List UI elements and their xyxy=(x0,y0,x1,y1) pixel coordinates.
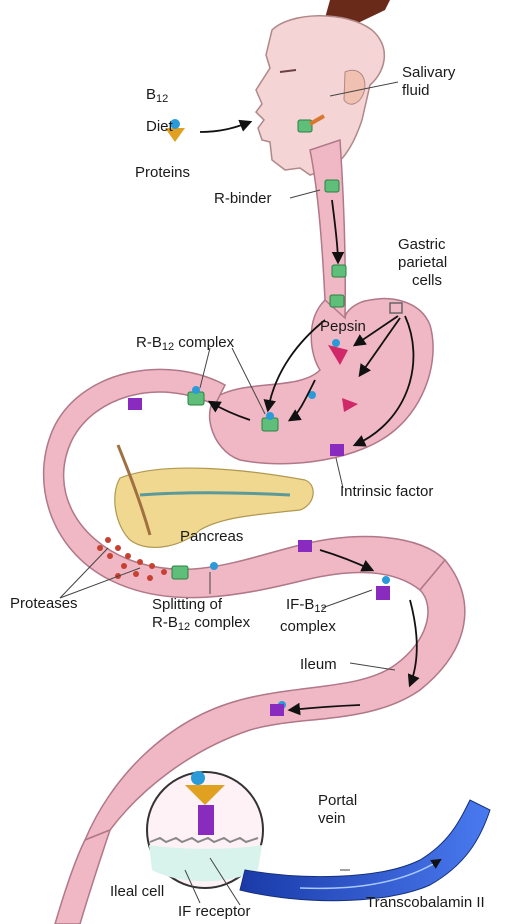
if-b12-label-2: complex xyxy=(280,618,336,635)
gastric-label-3: cells xyxy=(412,272,442,289)
b12-on-receptor xyxy=(191,771,205,785)
ileum-label: Ileum xyxy=(300,656,337,673)
transcobalamin-label: Transcobalamin II xyxy=(366,894,485,911)
intrinsic-factor-label: Intrinsic factor xyxy=(340,483,433,500)
r-binder-label: R-binder xyxy=(214,190,272,207)
splitting-label-2: R-B12 complex xyxy=(152,614,250,636)
r-b12-complex-label: R-B12 complex xyxy=(136,334,234,356)
if-receptor-shape xyxy=(198,805,214,835)
ileal-cell-label: Ileal cell xyxy=(110,883,164,900)
proteins-label: Proteins xyxy=(135,164,190,181)
b12-label: B12 xyxy=(146,86,168,108)
esophagus xyxy=(310,140,345,318)
gastric-label-1: Gastric xyxy=(398,236,446,253)
salivary-label-1: Salivary xyxy=(402,64,455,81)
if-b12-label-1: IF-B12 xyxy=(286,596,327,618)
portal-label-1: Portal xyxy=(318,792,357,809)
portal-label-2: vein xyxy=(318,810,346,827)
gastric-label-2: parietal xyxy=(398,254,447,271)
pepsin-label: Pepsin xyxy=(320,318,366,335)
proteases-label: Proteases xyxy=(10,595,78,612)
ileum-end xyxy=(55,830,110,924)
if-receptor-label: IF receptor xyxy=(178,903,251,920)
splitting-label-1: Splitting of xyxy=(152,596,222,613)
pancreas-label: Pancreas xyxy=(180,528,243,545)
ileum-tract xyxy=(85,560,465,840)
diet-label: Diet xyxy=(146,118,173,135)
salivary-label-2: fluid xyxy=(402,82,430,99)
